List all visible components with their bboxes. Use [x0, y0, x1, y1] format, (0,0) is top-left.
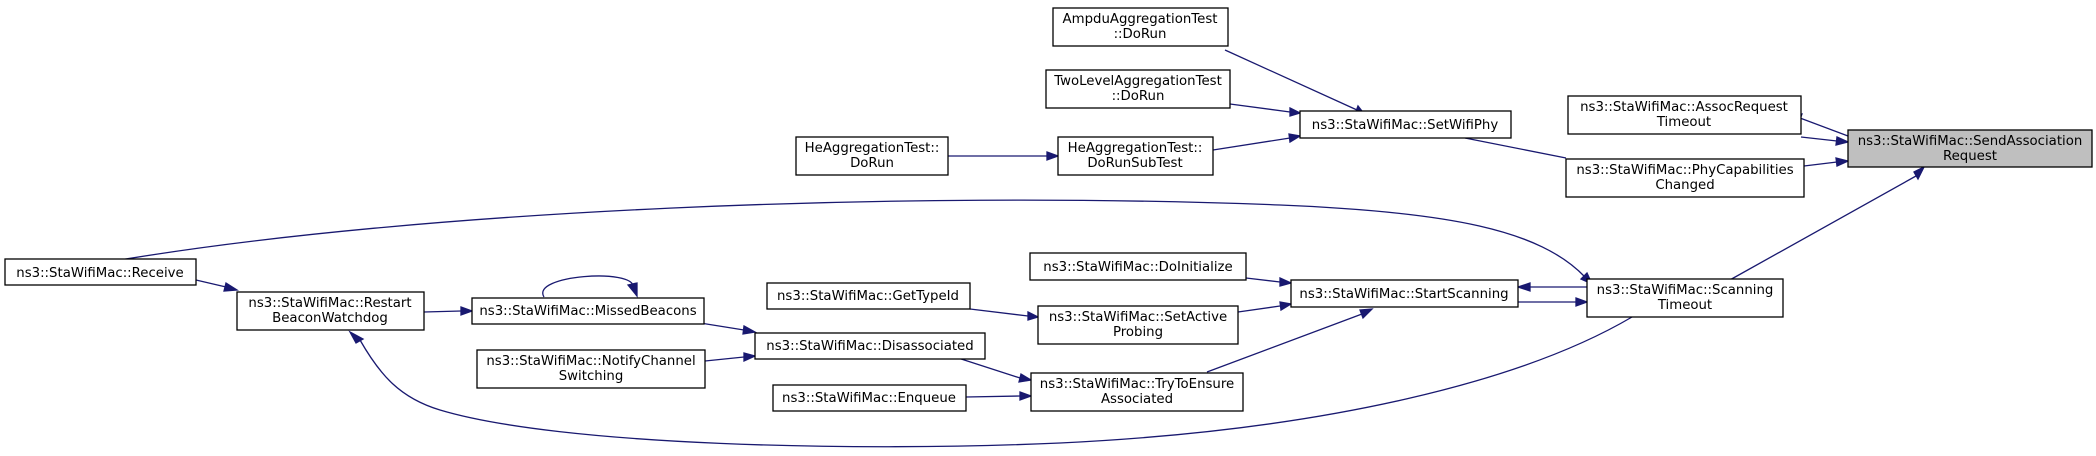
- edge-assoc-timeout-to-send: [1800, 136, 1850, 146]
- node-enqueue[interactable]: ns3::StaWifiMac::Enqueue: [772, 384, 967, 412]
- node-notify-channel-switching-line1: ns3::StaWifiMac::NotifyChannel: [486, 354, 695, 369]
- edge-disassoc-to-tryensure: [954, 356, 1033, 383]
- edge-tryensure-to-startscanning: [1206, 308, 1374, 373]
- edge-herun-to-hesub: [948, 151, 1060, 161]
- edge-setwifiphy-to-phycap: [1464, 137, 1567, 159]
- edge-enqueue-to-tryensure: [965, 391, 1033, 401]
- node-try-to-ensure-associated[interactable]: ns3::StaWifiMac::TryToEnsure Associated: [1030, 372, 1244, 412]
- node-do-initialize[interactable]: ns3::StaWifiMac::DoInitialize: [1029, 252, 1247, 281]
- edge-ampdu-to-setwifiphy: [1224, 49, 1367, 116]
- node-set-active-probing-line1: ns3::StaWifiMac::SetActive: [1049, 310, 1227, 325]
- edges: [119, 49, 1926, 448]
- edge-restart-to-missed: [423, 306, 474, 316]
- node-restart-beacon-watchdog[interactable]: ns3::StaWifiMac::Restart BeaconWatchdog: [236, 291, 425, 331]
- node-he-aggregation-test-dorunsubtest[interactable]: HeAggregationTest:: DoRunSubTest: [1057, 136, 1214, 176]
- node-two-level-aggregation-test[interactable]: TwoLevelAggregationTest ::DoRun: [1045, 69, 1231, 109]
- node-set-wifi-phy[interactable]: ns3::StaWifiMac::SetWifiPhy: [1299, 110, 1512, 139]
- node-scanning-timeout-line1: ns3::StaWifiMac::Scanning: [1597, 283, 1774, 298]
- node-two-level-aggregation-test-line2: ::DoRun: [1112, 89, 1165, 104]
- node-get-type-id[interactable]: ns3::StaWifiMac::GetTypeId: [766, 282, 971, 310]
- edge-scanning-to-send: [1727, 165, 1926, 282]
- node-missed-beacons[interactable]: ns3::StaWifiMac::MissedBeacons: [471, 297, 705, 325]
- node-do-initialize-line1: ns3::StaWifiMac::DoInitialize: [1043, 260, 1232, 275]
- edge-hesub-to-setwifiphy: [1212, 133, 1302, 151]
- node-phy-capabilities-changed-line2: Changed: [1655, 178, 1714, 193]
- node-notify-channel-switching-line2: Switching: [559, 369, 624, 384]
- node-two-level-aggregation-test-line1: TwoLevelAggregationTest: [1053, 74, 1222, 89]
- node-ampdu-aggregation-test-line2: ::DoRun: [1114, 27, 1167, 42]
- nodes: ns3::StaWifiMac::SendAssociation Request…: [4, 7, 2093, 412]
- edge-scanning-to-restart: [348, 316, 1633, 448]
- edge-twolevel-to-setwifiphy: [1229, 103, 1302, 117]
- edge-receive-to-restart: [195, 279, 239, 292]
- node-restart-beacon-watchdog-line2: BeaconWatchdog: [272, 311, 388, 326]
- node-start-scanning-line1: ns3::StaWifiMac::StartScanning: [1299, 287, 1508, 302]
- node-he-aggregation-test-dorun[interactable]: HeAggregationTest:: DoRun: [795, 136, 949, 176]
- node-send-association-request-line1: ns3::StaWifiMac::SendAssociation: [1858, 134, 2083, 149]
- node-receive[interactable]: ns3::StaWifiMac::Receive: [4, 258, 197, 286]
- edge-doinit-to-startscanning: [1245, 276, 1293, 287]
- edge-receive-to-scanning: [119, 199, 1594, 286]
- node-set-active-probing[interactable]: ns3::StaWifiMac::SetActive Probing: [1037, 305, 1239, 345]
- node-send-association-request-line2: Request: [1943, 149, 1997, 164]
- node-assoc-request-timeout-line2: Timeout: [1656, 115, 1711, 130]
- edge-gettype-to-setactive: [969, 308, 1040, 321]
- node-missed-beacons-line1: ns3::StaWifiMac::MissedBeacons: [479, 304, 696, 319]
- node-restart-beacon-watchdog-line1: ns3::StaWifiMac::Restart: [248, 296, 411, 311]
- node-notify-channel-switching[interactable]: ns3::StaWifiMac::NotifyChannel Switching: [476, 349, 706, 389]
- edge-phycap-to-send: [1803, 157, 1850, 167]
- node-get-type-id-line1: ns3::StaWifiMac::GetTypeId: [777, 289, 959, 304]
- edge-setactive-to-startscanning: [1237, 301, 1293, 313]
- node-receive-line1: ns3::StaWifiMac::Receive: [16, 266, 183, 281]
- edge-missed-self-loop: [542, 275, 638, 298]
- node-set-active-probing-line2: Probing: [1113, 325, 1163, 340]
- node-ampdu-aggregation-test-line1: AmpduAggregationTest: [1063, 12, 1218, 27]
- node-he-aggregation-test-dorun-line1: HeAggregationTest::: [805, 141, 940, 156]
- node-he-aggregation-test-dorun-line2: DoRun: [850, 156, 894, 171]
- node-disassociated[interactable]: ns3::StaWifiMac::Disassociated: [754, 332, 986, 360]
- node-enqueue-line1: ns3::StaWifiMac::Enqueue: [782, 391, 956, 406]
- node-phy-capabilities-changed-line1: ns3::StaWifiMac::PhyCapabilities: [1576, 163, 1793, 178]
- node-scanning-timeout-line2: Timeout: [1657, 298, 1712, 313]
- node-disassociated-line1: ns3::StaWifiMac::Disassociated: [766, 339, 973, 354]
- node-he-aggregation-test-dorunsubtest-line2: DoRunSubTest: [1087, 156, 1182, 171]
- node-ampdu-aggregation-test[interactable]: AmpduAggregationTest ::DoRun: [1052, 7, 1229, 47]
- edge-scanning-to-startscanning: [1515, 282, 1587, 292]
- node-assoc-request-timeout-line1: ns3::StaWifiMac::AssocRequest: [1580, 100, 1788, 115]
- node-phy-capabilities-changed[interactable]: ns3::StaWifiMac::PhyCapabilities Changed: [1565, 158, 1805, 198]
- node-scanning-timeout[interactable]: ns3::StaWifiMac::Scanning Timeout: [1586, 278, 1784, 318]
- node-start-scanning[interactable]: ns3::StaWifiMac::StartScanning: [1290, 279, 1519, 308]
- node-set-wifi-phy-line1: ns3::StaWifiMac::SetWifiPhy: [1312, 118, 1499, 133]
- edge-notify-to-disassoc: [704, 352, 757, 363]
- node-try-to-ensure-associated-line2: Associated: [1101, 392, 1173, 407]
- node-he-aggregation-test-dorunsubtest-line1: HeAggregationTest::: [1068, 141, 1203, 156]
- node-send-association-request[interactable]: ns3::StaWifiMac::SendAssociation Request: [1847, 129, 2093, 168]
- node-try-to-ensure-associated-line1: ns3::StaWifiMac::TryToEnsure: [1040, 377, 1234, 392]
- node-assoc-request-timeout[interactable]: ns3::StaWifiMac::AssocRequest Timeout: [1567, 95, 1802, 135]
- edge-startscanning-to-scanning: [1518, 297, 1589, 307]
